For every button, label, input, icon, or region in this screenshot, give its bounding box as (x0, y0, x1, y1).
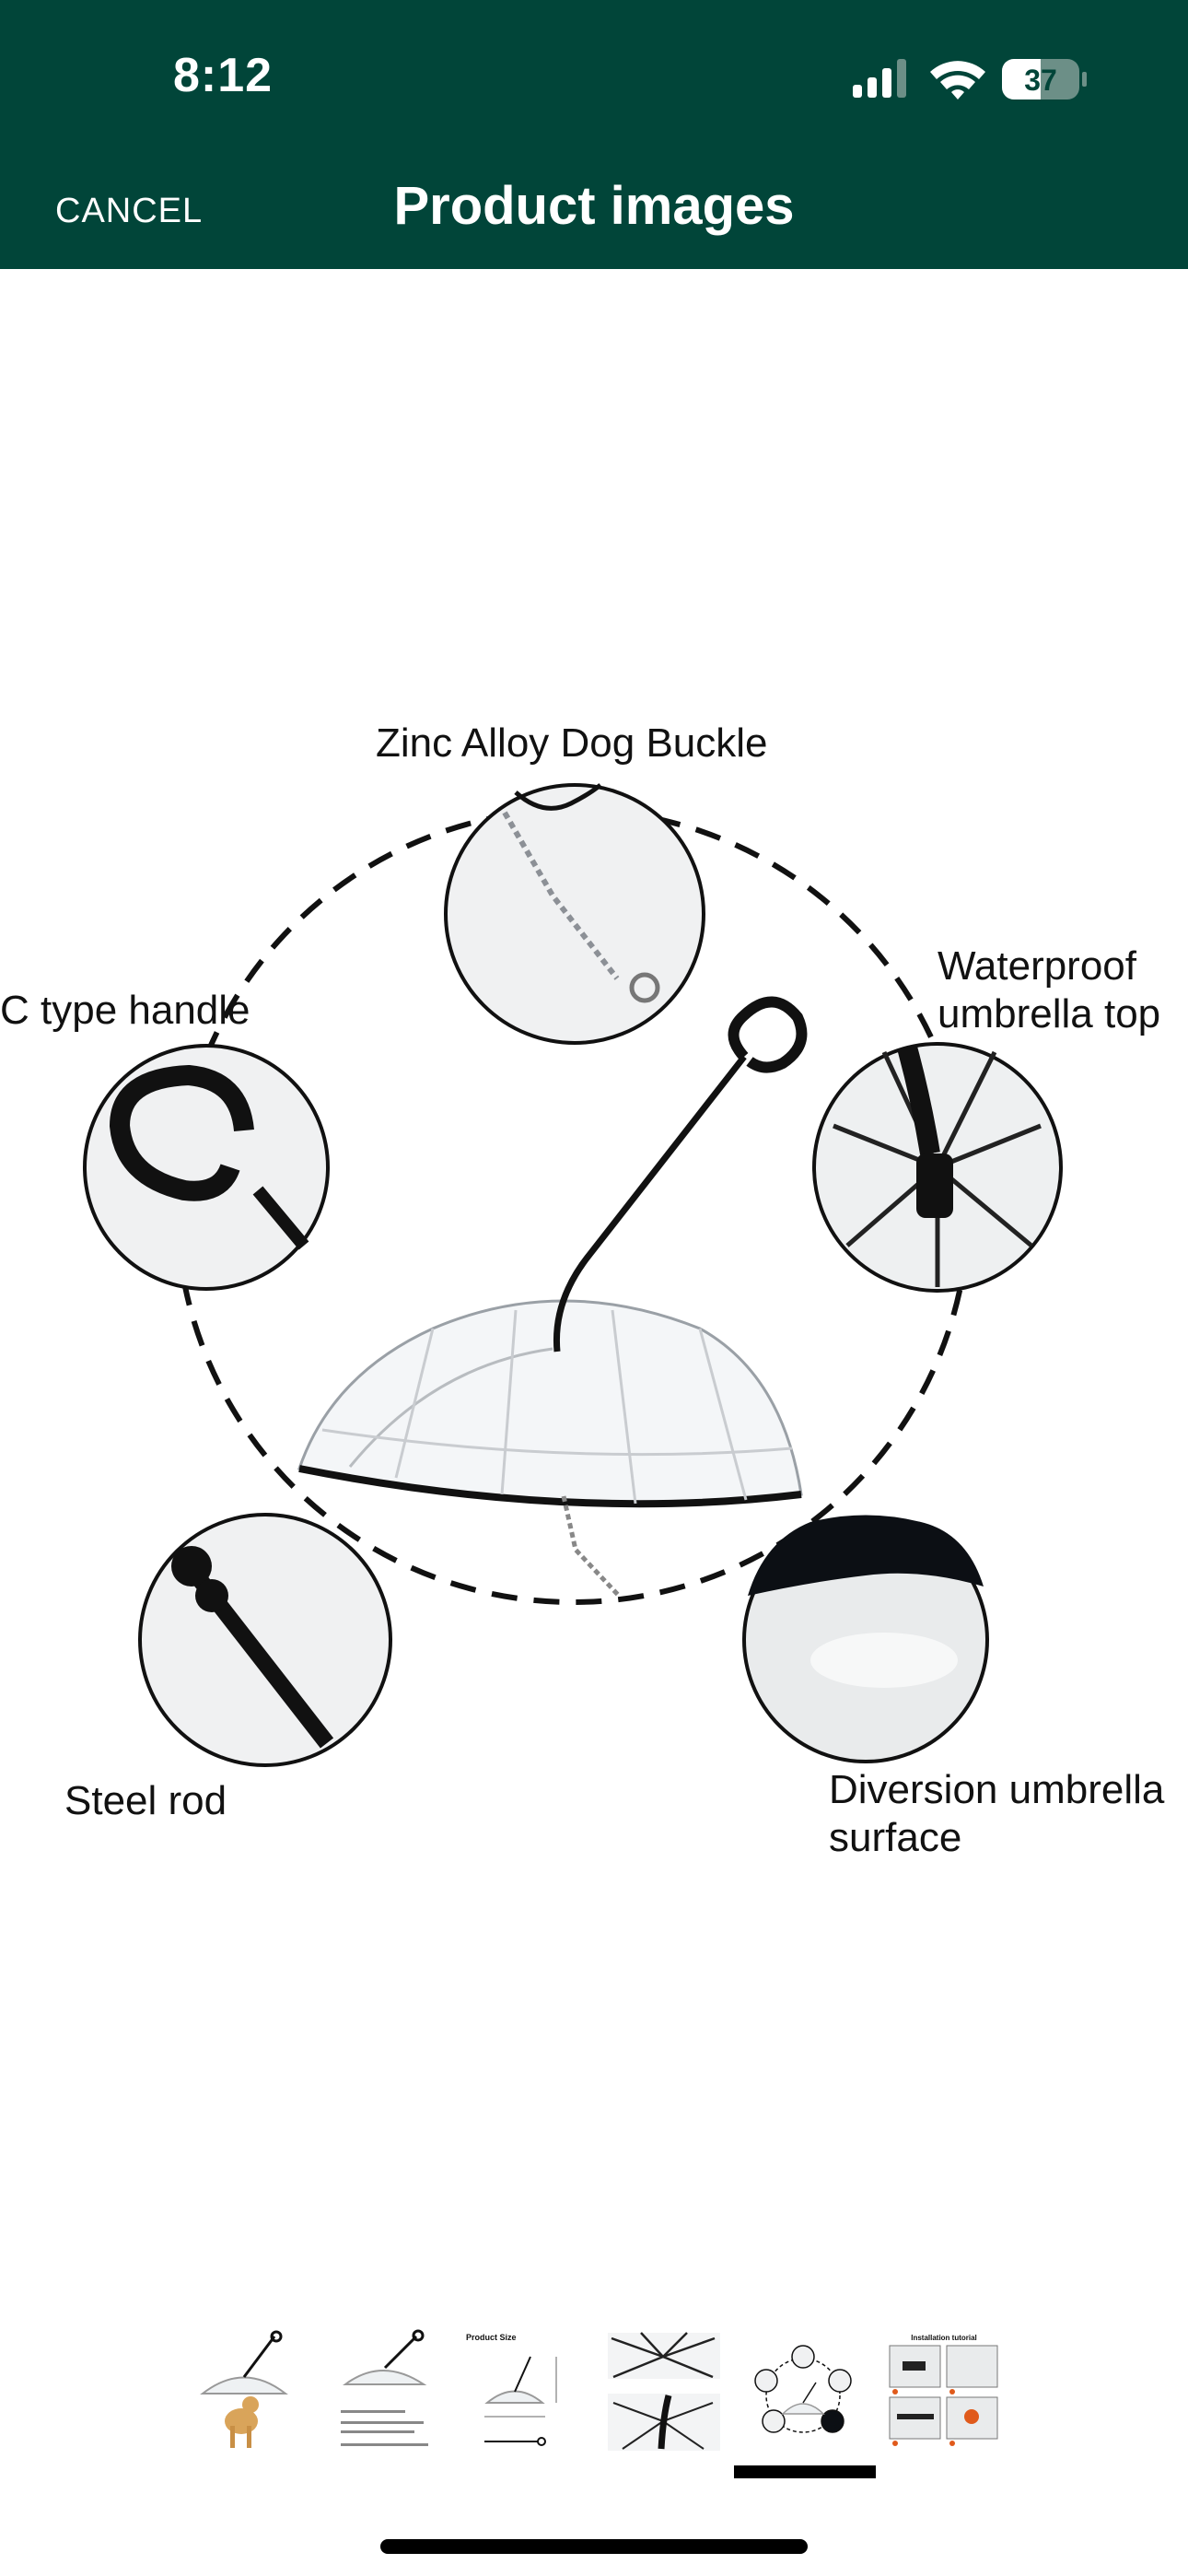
label-waterproof-line2: umbrella top (938, 991, 1161, 1036)
label-diversion-line1: Diversion umbrella (829, 1767, 1165, 1812)
thumbnail-umbrella-top[interactable] (604, 2329, 724, 2456)
status-time: 8:12 (173, 49, 274, 102)
handle-detail-circle (83, 1044, 330, 1291)
surface-detail-circle (742, 1515, 989, 1763)
wifi-icon (930, 61, 985, 100)
cancel-button[interactable]: CANCEL (55, 192, 204, 230)
thumbnail-umbrella-specs[interactable] (332, 2329, 451, 2456)
battery-icon: 37 (1002, 59, 1087, 100)
home-indicator[interactable] (380, 2539, 808, 2554)
product-feature-diagram (83, 783, 1063, 1767)
label-waterproof-line1: Waterproof (938, 943, 1137, 989)
status-icons: 37 (847, 53, 1087, 105)
label-zinc-alloy-buckle: Zinc Alloy Dog Buckle (376, 720, 768, 766)
umbrella-illustration (297, 996, 808, 1598)
thumbnail-caption-installation: Installation tutorial (911, 2334, 977, 2342)
cellular-signal-icon (853, 59, 906, 98)
thumbnail-caption-product-size: Product Size (466, 2333, 517, 2342)
thumbnail-product-size[interactable]: Product Size (464, 2329, 584, 2456)
label-diversion-line2: surface (829, 1815, 962, 1860)
thumbnail-dog-umbrella[interactable] (184, 2329, 304, 2456)
steel-rod-detail-circle (138, 1513, 392, 1767)
product-image-viewer[interactable]: Zinc Alloy Dog Buckle C type handle Wate… (0, 269, 1188, 2296)
label-c-type-handle: C type handle (0, 988, 250, 1033)
umbrella-top-detail-circle (812, 1042, 1063, 1293)
buckle-detail-circle (444, 783, 705, 1045)
label-steel-rod: Steel rod (64, 1778, 227, 1823)
app-header: 8:12 37 CANCEL Product images (0, 0, 1188, 269)
page-title: Product images (393, 176, 795, 236)
selected-thumbnail-indicator (734, 2465, 876, 2478)
thumbnail-strip: Product Size (0, 2329, 1188, 2458)
thumbnail-installation[interactable]: Installation tutorial (884, 2329, 1004, 2456)
thumbnail-features[interactable] (746, 2329, 866, 2456)
battery-percent: 37 (1024, 64, 1057, 97)
